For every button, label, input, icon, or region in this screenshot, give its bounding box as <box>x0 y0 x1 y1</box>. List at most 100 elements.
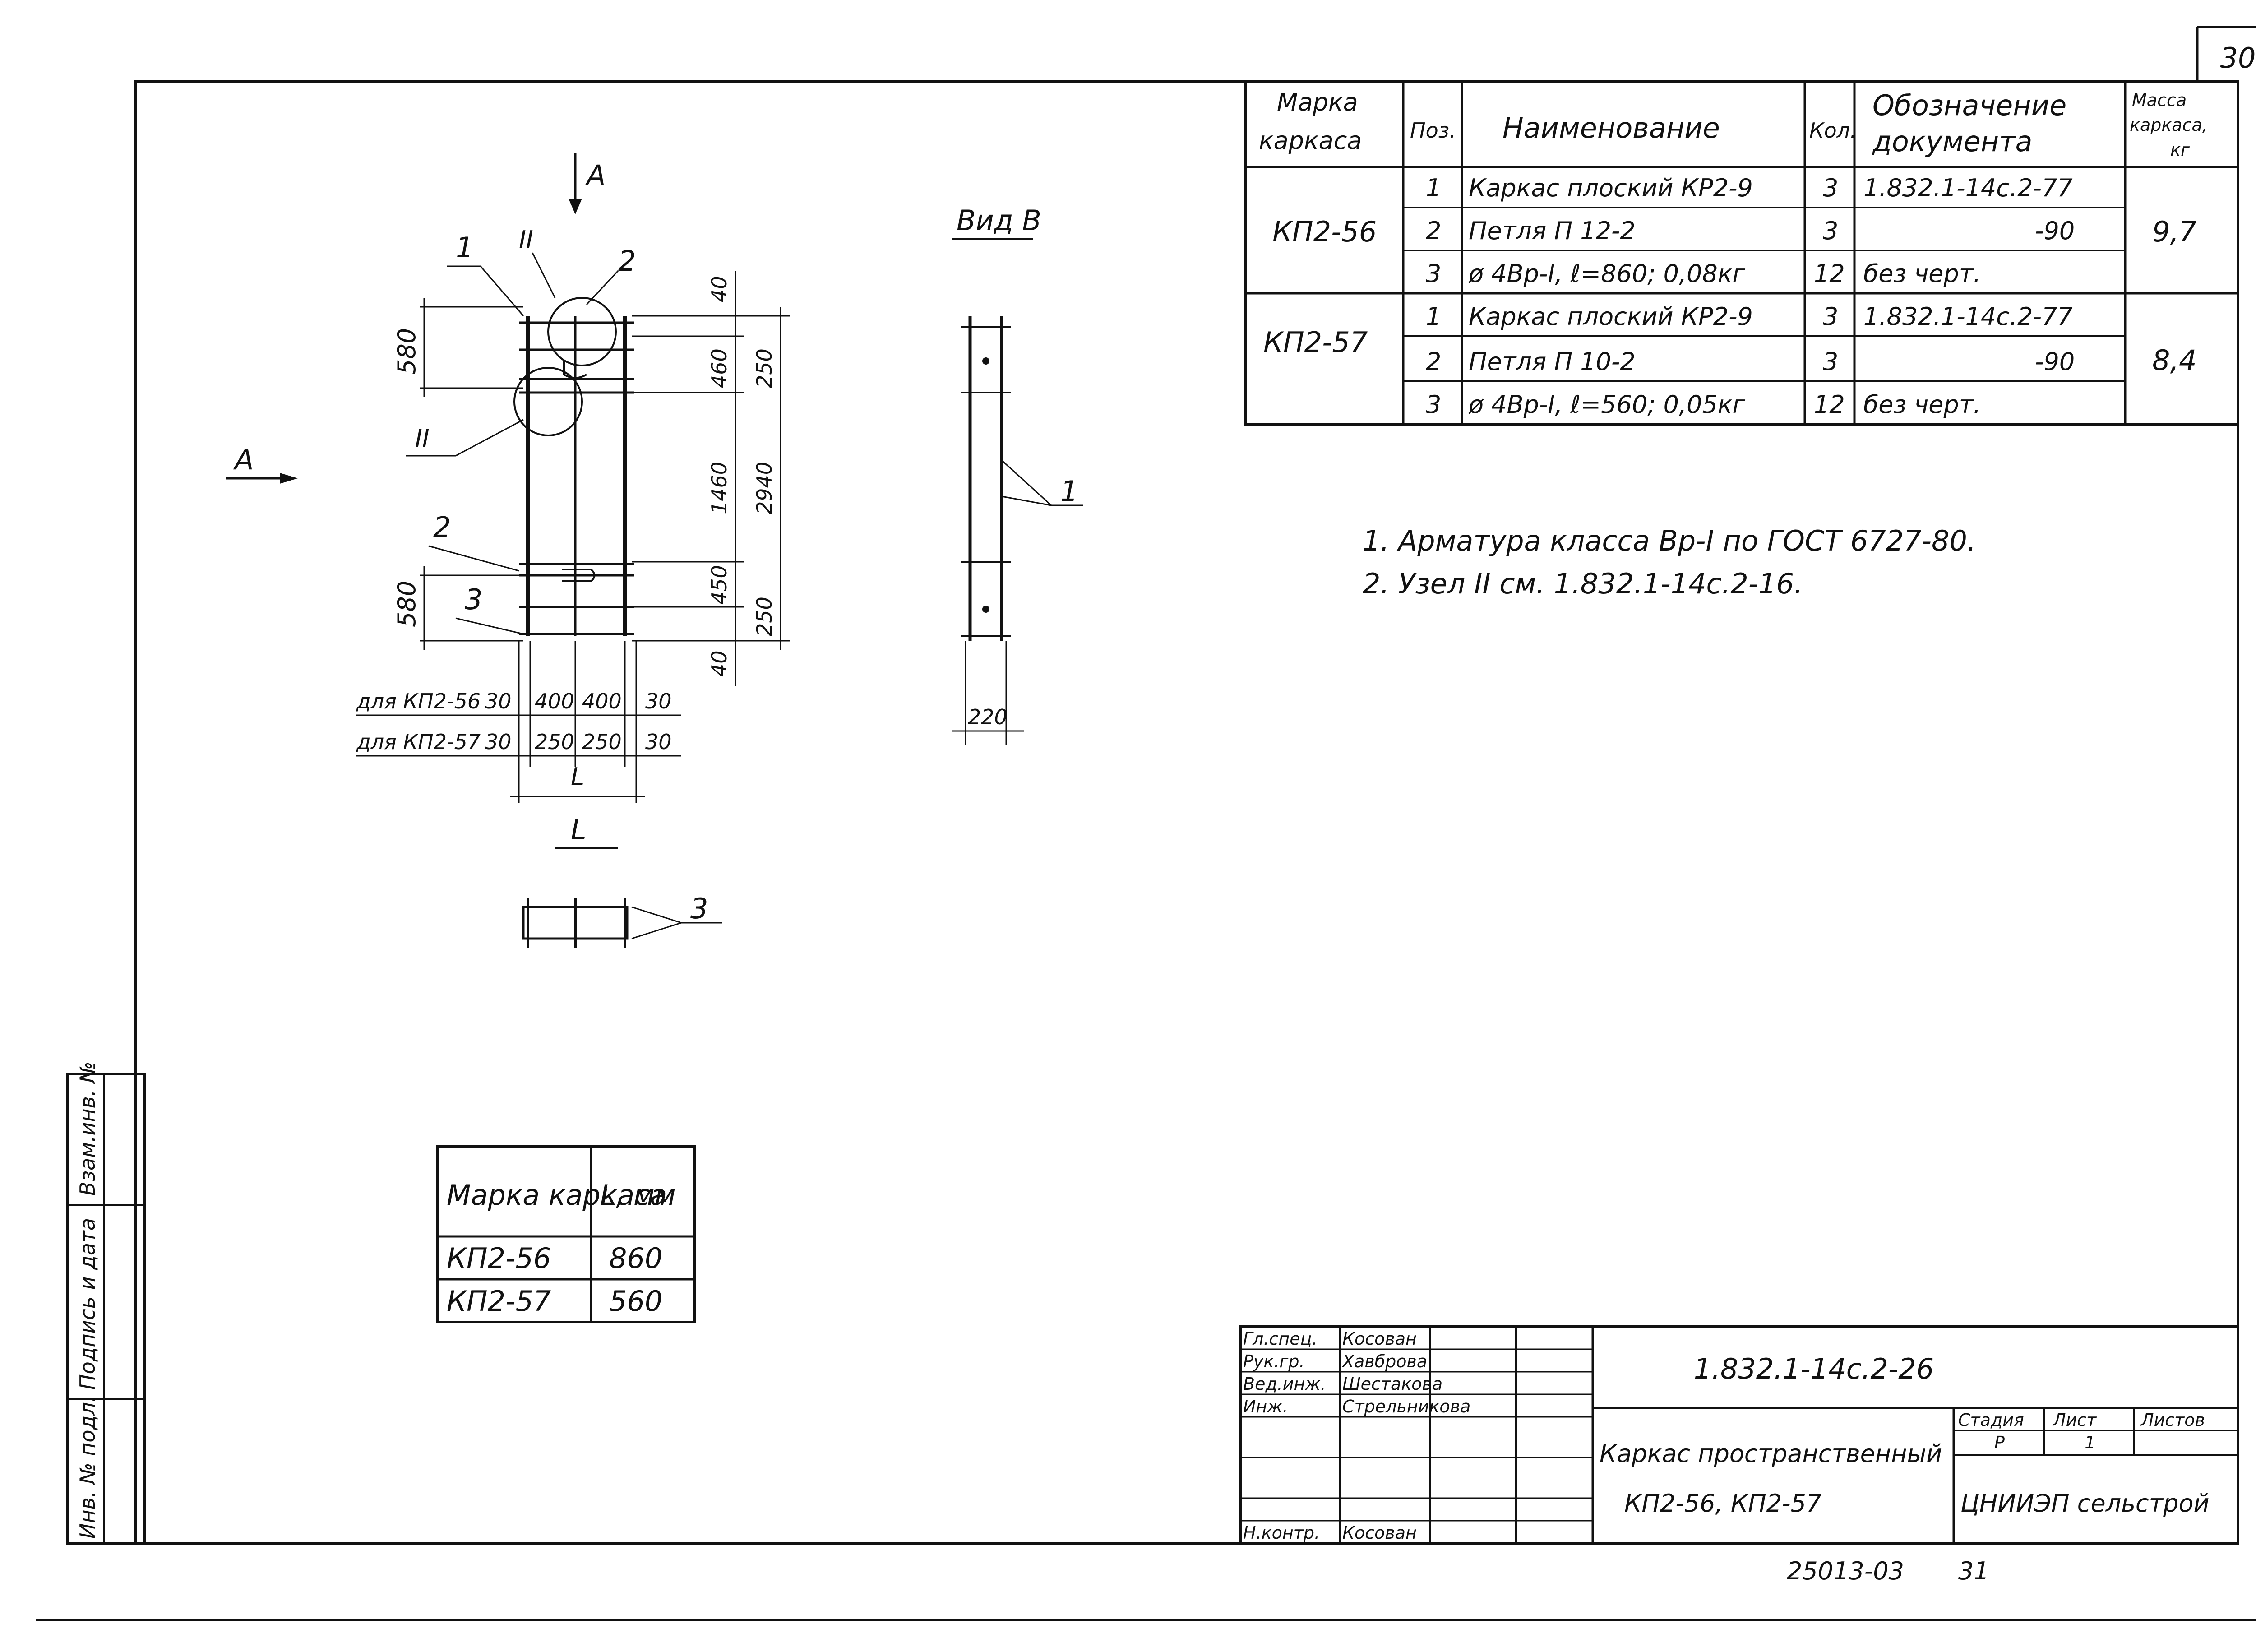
dim-left-2: 580 <box>393 581 421 627</box>
pos-label-1: 1 <box>456 231 473 264</box>
node-label-bottom: II <box>415 424 430 453</box>
hdr-mass-2: каркаса, <box>2130 115 2208 135</box>
g2r2-doc: -90 <box>2035 347 2075 376</box>
g2r1-doc: 1.832.1-14с.2-77 <box>1863 302 2073 331</box>
role-1: Рук.гр. <box>1243 1351 1305 1371</box>
g2r3-qty: 12 <box>1814 390 1845 419</box>
section-L-label: L <box>571 813 587 846</box>
side-stamp: Инв. № подл. Подпись и дата Взам.инв. № <box>66 1061 146 1545</box>
hdr-mass-1: Масса <box>2132 90 2187 110</box>
org-name: ЦНИИЭП сельстрой <box>1960 1489 2210 1518</box>
dims-row-56-label: для КП2-56 <box>356 689 481 713</box>
dim-L: L <box>571 763 584 791</box>
node-label-top: II <box>519 226 533 254</box>
dim-right-5: 2940 <box>752 462 777 514</box>
notes: 1. Арматура класса Вр-I по ГОСТ 6727-80.… <box>1363 524 1976 600</box>
g1r2-doc: -90 <box>2035 217 2075 245</box>
title-line-1: Каркас пространственный <box>1600 1439 1942 1468</box>
stage-header: Стадия <box>1958 1410 2024 1430</box>
hdr-mark-1: Марка <box>1277 88 1358 116</box>
lt-row2-L: 560 <box>609 1285 662 1318</box>
name-3: Стрельникова <box>1342 1397 1470 1416</box>
g2r2-pos: 2 <box>1426 347 1441 376</box>
section-label-left: А <box>233 443 254 476</box>
dims-row-57-v1: 30 <box>485 730 512 754</box>
stage-value: Р <box>1994 1433 2005 1453</box>
hdr-qty: Кол. <box>1809 118 1857 143</box>
group2-mass: 8,4 <box>2152 344 2197 377</box>
stamp-sign-label: Подпись и дата <box>75 1218 100 1390</box>
dim-right-7: 250 <box>752 597 777 636</box>
view-b-label: Вид В <box>957 204 1041 237</box>
g1r2-qty: 3 <box>1823 217 1838 245</box>
name-6: Косован <box>1342 1523 1417 1543</box>
sheet-header: Лист <box>2052 1410 2097 1430</box>
side-view-pos-1: 1 <box>1060 475 1078 508</box>
g1r1-pos: 1 <box>1426 174 1441 202</box>
section-plan-pos-3: 3 <box>690 892 708 925</box>
g1r2-pos: 2 <box>1426 217 1441 245</box>
note-1: 1. Арматура класса Вр-I по ГОСТ 6727-80. <box>1363 524 1976 557</box>
dims-row-57-v3: 250 <box>582 730 622 754</box>
title-line-2: КП2-56, КП2-57 <box>1624 1489 1821 1518</box>
front-view: А А 1 II 2 II 2 3 <box>226 153 790 803</box>
pos-label-3: 3 <box>465 583 482 616</box>
sheet-frame: 30 <box>36 26 2256 1621</box>
page-mark: 31 <box>1958 1557 1989 1585</box>
g2r1-qty: 3 <box>1823 302 1838 331</box>
copy-marks: 25013-03 31 <box>1787 1557 1989 1585</box>
note-2: 2. Узел II см. 1.832.1-14с.2-16. <box>1363 567 1803 600</box>
dims-row-57-v4: 30 <box>645 730 672 754</box>
hdr-mark-2: каркаса <box>1259 126 1362 155</box>
lt-header-mark: Марка каркаса <box>447 1179 667 1212</box>
g1r1-qty: 3 <box>1823 174 1838 202</box>
g1r3-pos: 3 <box>1426 259 1441 288</box>
hdr-pos: Поз. <box>1410 118 1456 143</box>
g1r3-doc: без черт. <box>1863 259 1981 288</box>
hdr-mass-3: кг <box>2170 140 2190 160</box>
g2r2-name: Петля П 10-2 <box>1469 347 1636 376</box>
role-0: Гл.спец. <box>1243 1329 1318 1349</box>
hdr-doc-2: документа <box>1872 125 2033 158</box>
copy-number: 25013-03 <box>1787 1557 1904 1585</box>
g2r2-qty: 3 <box>1823 347 1838 376</box>
g2r1-pos: 1 <box>1426 302 1441 331</box>
role-2: Вед.инж. <box>1243 1374 1326 1394</box>
dim-right-4: 1460 <box>707 462 731 514</box>
sheet-value: 1 <box>2085 1433 2095 1453</box>
g1r1-doc: 1.832.1-14с.2-77 <box>1863 174 2073 202</box>
spec-table: Марка каркаса Поз. Наименование Кол. Обо… <box>1244 80 2239 426</box>
hdr-name: Наименование <box>1502 111 1720 144</box>
lt-row2-mark: КП2-57 <box>447 1285 551 1318</box>
lt-row1-L: 860 <box>609 1242 662 1275</box>
dims-row-56-v4: 30 <box>645 689 672 713</box>
section-plan: L 3 <box>522 813 722 948</box>
dim-left-1: 580 <box>393 328 421 375</box>
dim-right-2: 250 <box>752 348 777 388</box>
length-table: Марка каркаса L, мм КП2-56 860 КП2-57 56… <box>436 1145 696 1323</box>
role-3: Инж. <box>1243 1397 1288 1416</box>
side-view: Вид В 1 220 <box>952 204 1083 745</box>
section-label-top: А <box>585 159 606 192</box>
designation: 1.832.1-14с.2-26 <box>1694 1352 1934 1385</box>
dim-right-6: 450 <box>707 565 731 605</box>
pos-label-2-top: 2 <box>618 245 636 278</box>
g2r1-name: Каркас плоский КР2-9 <box>1469 302 1753 331</box>
g2r3-name: ø 4Вр-I, ℓ=560; 0,05кг <box>1468 390 1745 419</box>
g1r3-name: ø 4Вр-I, ℓ=860; 0,08кг <box>1468 259 1745 288</box>
dim-right-8: 40 <box>707 650 731 677</box>
lt-row1-mark: КП2-56 <box>447 1242 551 1275</box>
dims-row-56-v3: 400 <box>582 689 622 713</box>
group2-mark: КП2-57 <box>1263 326 1368 359</box>
g1r3-qty: 12 <box>1814 259 1845 288</box>
name-2: Шестакова <box>1342 1374 1442 1394</box>
dims-row-57-v2: 250 <box>535 730 574 754</box>
hdr-doc-1: Обозначение <box>1872 89 2066 122</box>
g2r3-doc: без черт. <box>1863 390 1981 419</box>
pos-label-2-bottom: 2 <box>433 511 451 544</box>
dims-row-56-v1: 30 <box>485 689 512 713</box>
lt-header-L: L, мм <box>600 1179 676 1212</box>
sheet-number: 30 <box>2220 42 2256 74</box>
stamp-inv-label: Инв. № подл. <box>75 1396 100 1539</box>
